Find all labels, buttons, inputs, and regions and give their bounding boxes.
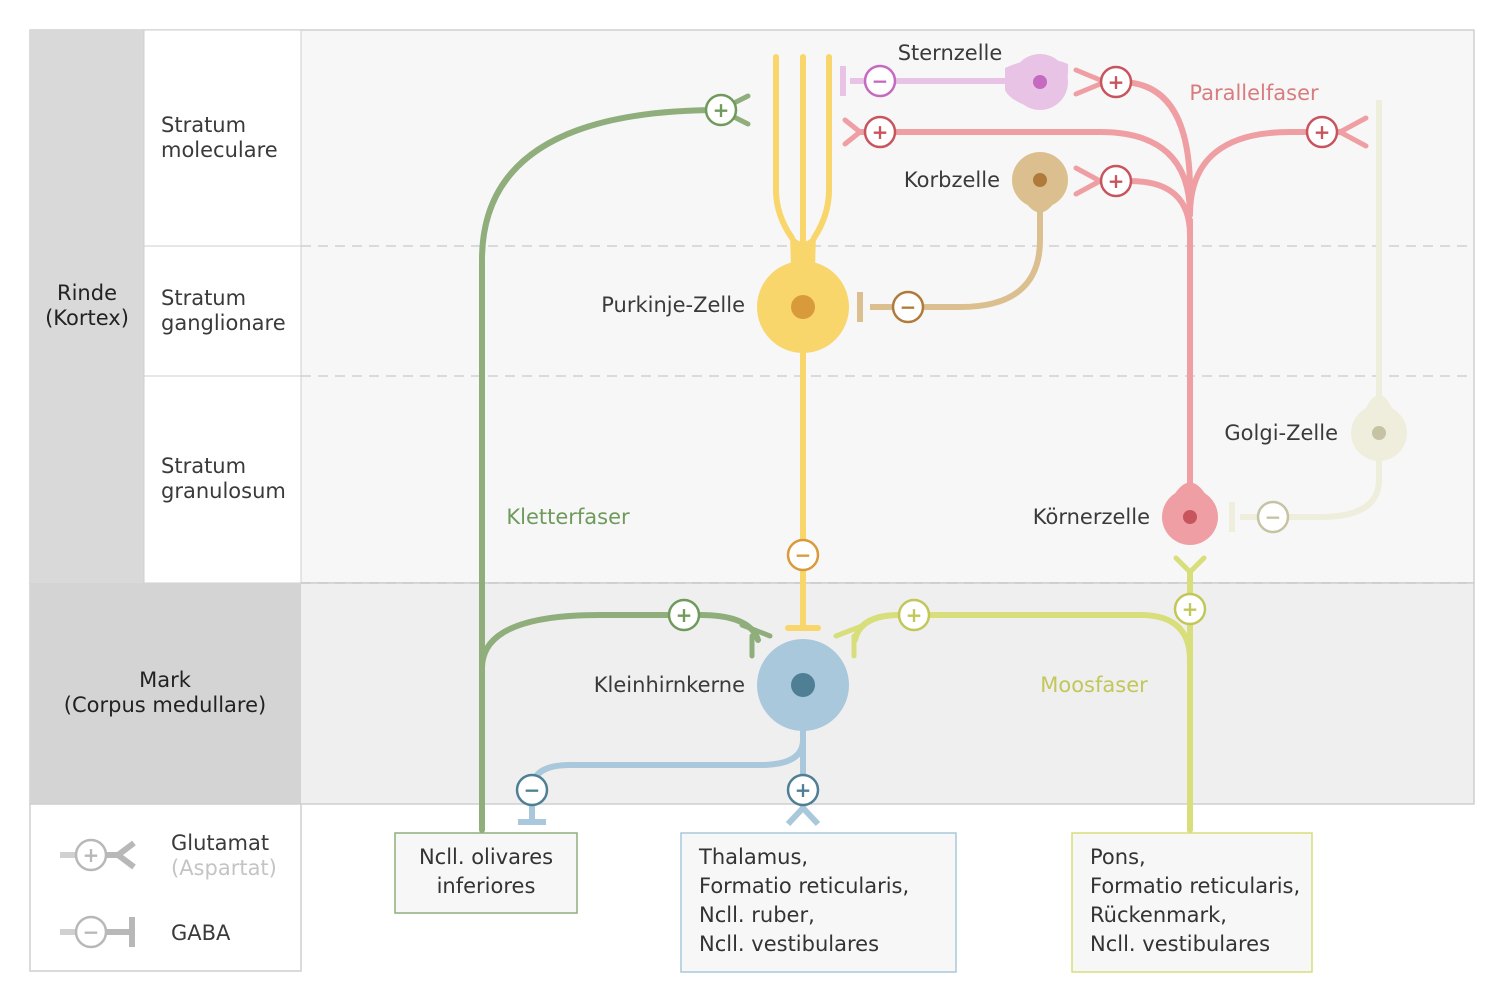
label-korbzelle: Korbzelle bbox=[904, 168, 1000, 192]
label-moosfaser: Moosfaser bbox=[1040, 673, 1148, 697]
svg-text:−: − bbox=[1265, 505, 1282, 529]
label-purkinje: Purkinje-Zelle bbox=[601, 293, 745, 317]
basket-cell bbox=[857, 152, 1068, 322]
svg-text:−: − bbox=[83, 920, 100, 944]
legend-gaba-icon: − bbox=[60, 915, 135, 949]
svg-text:+: + bbox=[872, 120, 889, 144]
synapse-plus-moos-koerner: + bbox=[1173, 592, 1207, 626]
layer-label-mark: Mark(Corpus medullare) bbox=[64, 668, 266, 717]
svg-text:+: + bbox=[1108, 70, 1125, 94]
label-kleinhirnkerne: Kleinhirnkerne bbox=[594, 673, 745, 697]
source-box-thalamus: Thalamus,Formatio reticularis,Ncll. rube… bbox=[680, 832, 957, 973]
synapse-plus-parallel-stern: + bbox=[1099, 65, 1133, 99]
svg-text:−: − bbox=[872, 69, 889, 93]
synapse-plus-parallel-golgi: + bbox=[1305, 115, 1339, 149]
label-sternzelle: Sternzelle bbox=[898, 41, 1003, 65]
svg-text:+: + bbox=[1182, 597, 1199, 621]
synapse-plus-kletter-kern: + bbox=[667, 598, 701, 632]
synapse-plus-parallel-korb: + bbox=[1099, 164, 1133, 198]
svg-text:+: + bbox=[906, 603, 923, 627]
legend-glutamat-icon: + bbox=[60, 838, 136, 872]
svg-text:+: + bbox=[83, 843, 100, 867]
granule-cell bbox=[1162, 482, 1218, 545]
golgi-cell bbox=[1229, 100, 1407, 532]
synapse-signs: + + − + + + + − − − + + − + bbox=[515, 64, 1339, 807]
svg-text:+: + bbox=[713, 98, 730, 122]
label-kletterfaser: Kletterfaser bbox=[506, 505, 630, 529]
synapse-plus-parallel-purkinje: + bbox=[863, 115, 897, 149]
svg-text:+: + bbox=[676, 603, 693, 627]
svg-text:Pons,Formatio reticularis,Rück: Pons,Formatio reticularis,Rückenmark,Ncl… bbox=[1090, 845, 1300, 956]
synapse-minus-kern: − bbox=[515, 773, 549, 807]
label-golgi: Golgi-Zelle bbox=[1224, 421, 1338, 445]
synapse-plus-kern: + bbox=[786, 773, 820, 807]
legend-aspartat-label: (Aspartat) bbox=[171, 856, 277, 880]
svg-text:−: − bbox=[795, 543, 812, 567]
synapse-minus-korb: − bbox=[891, 290, 925, 324]
purkinje-cell bbox=[757, 54, 849, 631]
svg-text:−: − bbox=[900, 295, 917, 319]
svg-text:Thalamus,Formatio reticularis,: Thalamus,Formatio reticularis,Ncll. rube… bbox=[698, 845, 909, 956]
layer-label-rinde: Rinde(Kortex) bbox=[45, 281, 129, 330]
legend-gaba-label: GABA bbox=[171, 921, 231, 945]
label-parallelfaser: Parallelfaser bbox=[1189, 81, 1319, 105]
svg-text:−: − bbox=[524, 778, 541, 802]
svg-text:+: + bbox=[1314, 120, 1331, 144]
legend: + Glutamat (Aspartat) − GABA bbox=[60, 831, 277, 949]
synapse-minus-golgi: − bbox=[1256, 500, 1290, 534]
stellate-cell bbox=[840, 54, 1069, 110]
synapse-minus-purkinje: − bbox=[786, 538, 820, 572]
granule-cell-parallel-fiber bbox=[842, 67, 1369, 493]
synapse-minus-stern: − bbox=[863, 64, 897, 98]
legend-glutamat-label: Glutamat bbox=[171, 831, 269, 855]
layer-panels bbox=[29, 29, 1475, 972]
synapse-plus-kletter-purkinje: + bbox=[704, 93, 738, 127]
source-box-pons: Pons,Formatio reticularis,Rückenmark,Ncl… bbox=[1071, 832, 1313, 973]
svg-text:+: + bbox=[1108, 169, 1125, 193]
label-koerner: Körnerzelle bbox=[1033, 505, 1150, 529]
svg-text:+: + bbox=[795, 778, 812, 802]
synapse-plus-moos-kern: + bbox=[897, 598, 931, 632]
